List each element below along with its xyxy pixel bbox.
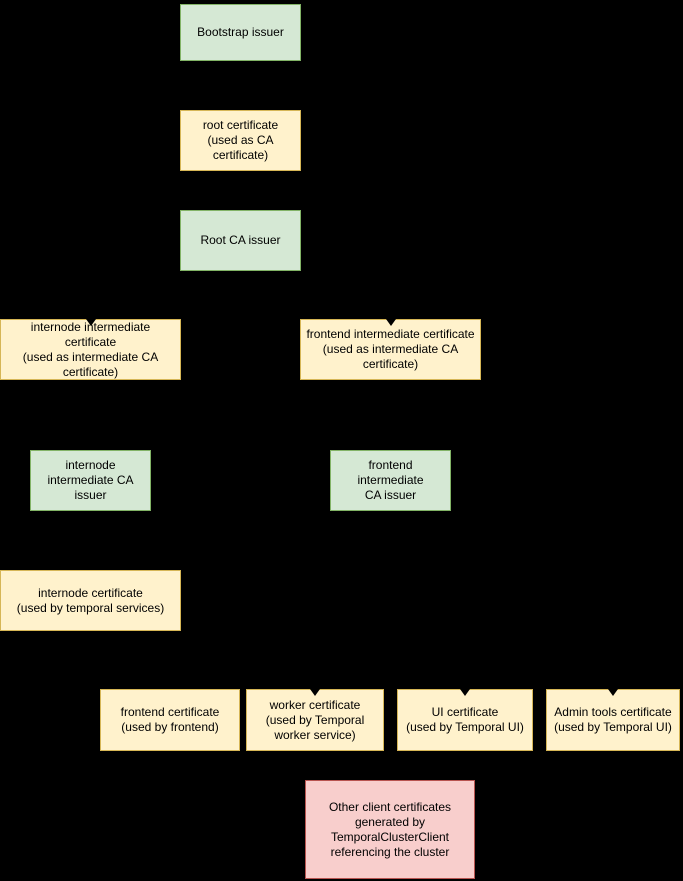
frontend-intermediate-certificate-node: frontend intermediate certificate (used … <box>300 319 481 380</box>
node-label: Bootstrap issuer <box>197 25 284 39</box>
internode-intermediate-certificate-node: internode intermediate certificate (used… <box>0 319 181 380</box>
worker-certificate-node: worker certificate (used by Temporal wor… <box>246 689 384 751</box>
node-label: Root CA issuer <box>200 233 281 247</box>
node-label: worker certificate (used by Temporal wor… <box>265 697 365 742</box>
internode-intermediate-ca-issuer-node: internode intermediate CA issuer <box>30 450 151 511</box>
node-label: internode intermediate CA issuer <box>47 458 134 502</box>
other-client-certificates-node: Other client certificates generated by T… <box>305 780 475 879</box>
internode-certificate-node: internode certificate (used by temporal … <box>0 570 181 631</box>
node-label: frontend intermediate CA issuer <box>357 458 424 502</box>
arrowhead-icon <box>608 689 618 696</box>
node-label: Admin tools certificate (used by Tempora… <box>554 705 672 734</box>
arrowhead-icon <box>310 689 320 696</box>
arrowhead-icon <box>85 319 96 326</box>
node-label: frontend intermediate certificate (used … <box>306 327 475 371</box>
admin-tools-certificate-node: Admin tools certificate (used by Tempora… <box>546 689 680 751</box>
node-label: internode certificate (used by temporal … <box>16 585 165 615</box>
node-label: Other client certificates generated by T… <box>328 799 452 859</box>
node-label: UI certificate (used by Temporal UI) <box>406 705 524 734</box>
root-ca-issuer-node: Root CA issuer <box>180 210 301 271</box>
root-certificate-node: root certificate (used as CA certificate… <box>180 110 301 171</box>
node-label: frontend certificate (used by frontend) <box>120 705 220 734</box>
node-label: internode intermediate certificate (used… <box>22 319 159 379</box>
bootstrap-issuer-node: Bootstrap issuer <box>180 4 301 61</box>
frontend-intermediate-ca-issuer-node: frontend intermediate CA issuer <box>330 450 451 511</box>
arrowhead-icon <box>385 319 396 326</box>
frontend-certificate-node: frontend certificate (used by frontend) <box>100 689 240 751</box>
ui-certificate-node: UI certificate (used by Temporal UI) <box>397 689 533 751</box>
node-label: root certificate (used as CA certificate… <box>202 118 279 162</box>
arrowhead-icon <box>460 689 470 696</box>
